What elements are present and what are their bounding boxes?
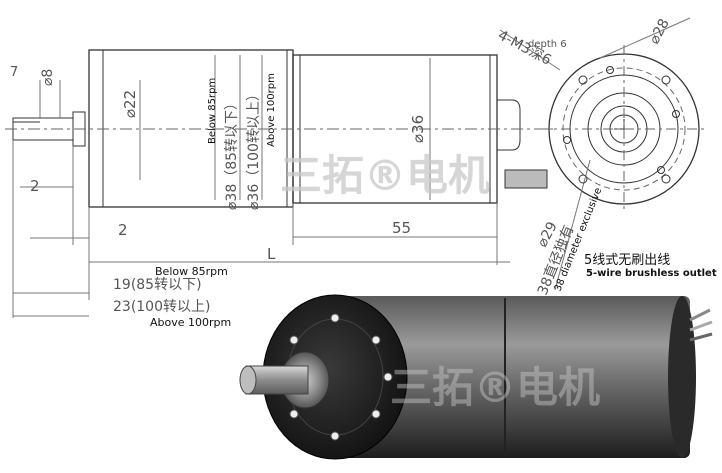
render-hole [330, 313, 340, 323]
label-above-100-vertical: Above 100rpm [266, 73, 277, 147]
mount-hole [563, 136, 571, 144]
side-view [5, 49, 555, 318]
label-d38-vertical: ⌀38（85转以下） [224, 96, 240, 210]
render-hole [289, 335, 299, 345]
label-depth: depth 6 [528, 39, 567, 50]
render-hole [289, 409, 299, 419]
label-below-85-vertical: Below 85rpm [207, 78, 218, 144]
lead-wires [504, 169, 548, 189]
label-d28: ⌀28 [646, 16, 672, 47]
mount-hole [578, 75, 588, 85]
mount-hole [672, 110, 680, 118]
dim-d8: ⌀8 [40, 69, 56, 86]
render-wire [689, 308, 711, 322]
dim-d22: ⌀22 [121, 90, 139, 118]
dim-d36-body: ⌀36 [409, 115, 427, 143]
dim-55: 55 [392, 219, 411, 237]
render-wire [689, 320, 713, 332]
outlet-label-cn: 5线式无刷出线 [584, 253, 670, 268]
mounting-holes [563, 66, 680, 184]
label-23: 23(100转以上) [113, 299, 210, 315]
motor-render [239, 294, 713, 460]
dim-2-lower: 2 [118, 221, 128, 239]
label-19: 19(85转以下) [113, 277, 202, 293]
mount-hole [578, 174, 588, 184]
render-body [330, 296, 690, 458]
mount-hole [661, 174, 671, 184]
label-d36-vertical: ⌀36（100转以上） [246, 87, 262, 210]
dim-2-left: 2 [30, 177, 40, 195]
label-below-85: Below 85rpm [155, 265, 228, 278]
dim-7: 7 [10, 65, 18, 80]
render-hole [371, 335, 381, 345]
render-hole [371, 409, 381, 419]
watermark-bottom: 三拓®电机 [390, 363, 600, 412]
render-hole [383, 372, 393, 382]
render-shaft-tip [239, 365, 257, 395]
render-rear-end [668, 296, 696, 458]
front-view [499, 17, 708, 291]
dim-L: L [267, 245, 276, 263]
watermark-top: 三拓®电机 [280, 151, 490, 200]
render-wire [689, 332, 713, 342]
mount-hole [657, 166, 665, 174]
mount-hole [661, 75, 671, 85]
outlet-label-en: 5-wire brushless outlet [586, 268, 717, 279]
render-hole [330, 431, 340, 441]
mount-hole [606, 66, 614, 74]
rear-cap [497, 99, 521, 151]
label-above-100: Above 100rpm [150, 316, 231, 329]
